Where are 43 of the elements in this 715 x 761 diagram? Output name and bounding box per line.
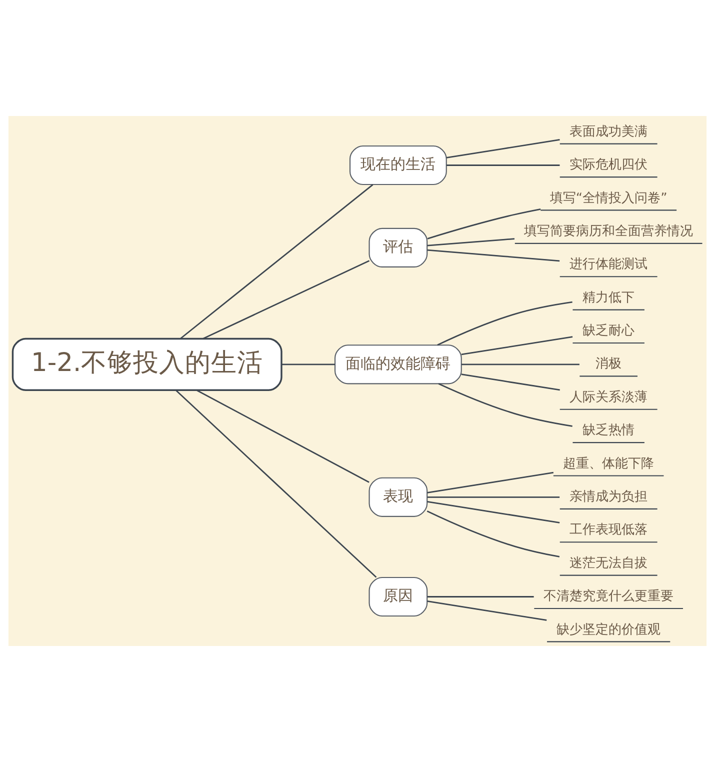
connector — [180, 184, 374, 338]
node-text: 进行体能测试 — [570, 256, 648, 272]
node-text: 实际危机四伏 — [570, 157, 648, 172]
connector — [427, 496, 560, 498]
node-text: 迷茫无法自拔 — [570, 555, 648, 570]
connector — [437, 300, 572, 346]
node-text: 缺乏热情 — [582, 422, 635, 438]
node-box: 表现 — [368, 476, 428, 516]
connector — [202, 260, 370, 339]
connector — [461, 363, 580, 365]
node-text: 消极 — [596, 356, 622, 372]
node-box: 原因 — [368, 576, 428, 616]
connector — [461, 336, 573, 355]
node-text: 缺少坚定的价值观 — [556, 622, 661, 637]
node-text: 人际关系淡薄 — [570, 389, 648, 404]
connector — [427, 248, 560, 262]
connector — [427, 600, 547, 620]
connector — [175, 389, 377, 578]
connector — [427, 596, 534, 597]
node-text: 表面成功美满 — [570, 124, 648, 139]
node-text: 亲情成为负担 — [570, 488, 648, 504]
node-box: 现在的生活 — [349, 144, 447, 185]
node-box: 面临的效能障碍 — [334, 344, 462, 384]
connector — [426, 510, 560, 557]
node-box: 评估 — [368, 227, 428, 267]
node-text: 填写简要病历和全面营养情况 — [524, 223, 694, 238]
node-text: 精力低下 — [582, 290, 635, 305]
node-text: 超重、体能下降 — [563, 456, 654, 471]
connector — [427, 238, 515, 246]
connector — [196, 389, 370, 482]
node-text: 不清楚究竟什么更重要 — [544, 588, 674, 604]
connector — [461, 373, 560, 390]
connector — [438, 382, 572, 426]
connector — [446, 138, 560, 158]
connector — [427, 208, 541, 239]
connector — [427, 500, 560, 523]
node-text: 工作表现低落 — [570, 522, 648, 538]
connector — [427, 471, 554, 493]
connector — [446, 164, 560, 166]
node-text: 填写“全情投入问卷” — [550, 190, 668, 206]
node-text: 缺乏耐心 — [582, 323, 635, 338]
node-box: 1-2.不够投入的生活 — [12, 337, 282, 390]
connector — [282, 363, 335, 365]
